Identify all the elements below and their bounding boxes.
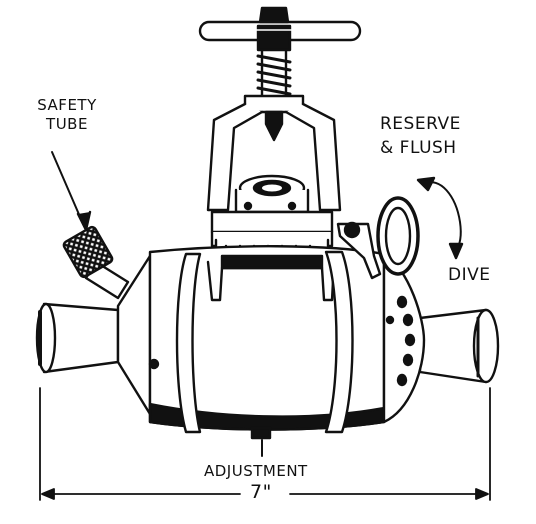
reserve-ring: [336, 196, 420, 280]
screw-stem: [256, 48, 292, 100]
safety-tube: [62, 225, 130, 300]
dimension-label: 7": [250, 481, 272, 503]
adjustment-screw: [250, 426, 272, 440]
reserve-flush-label: RESERVE & FLUSH: [380, 112, 461, 160]
safety-tube-label-line1: SAFETY: [37, 96, 97, 114]
dive-label: DIVE: [448, 265, 491, 285]
reserve-label-line2: & FLUSH: [380, 138, 457, 158]
reserve-label-line1: RESERVE: [380, 114, 461, 134]
right-outlet: [418, 308, 500, 384]
band-right: [324, 250, 354, 434]
safety-tube-label: SAFETY TUBE: [22, 96, 112, 134]
reserve-dive-arrow: [416, 176, 464, 260]
left-outlet: [35, 302, 120, 374]
safety-tube-pointer: [51, 151, 92, 232]
right-end-cap: [382, 252, 426, 424]
saddle: [206, 254, 336, 302]
adjustment-label: ADJUSTMENT: [204, 462, 308, 480]
yoke: [206, 94, 342, 212]
band-left: [175, 252, 202, 434]
safety-tube-label-line2: TUBE: [46, 115, 88, 133]
t-handle: [198, 6, 362, 52]
dimension-line: [39, 387, 491, 501]
